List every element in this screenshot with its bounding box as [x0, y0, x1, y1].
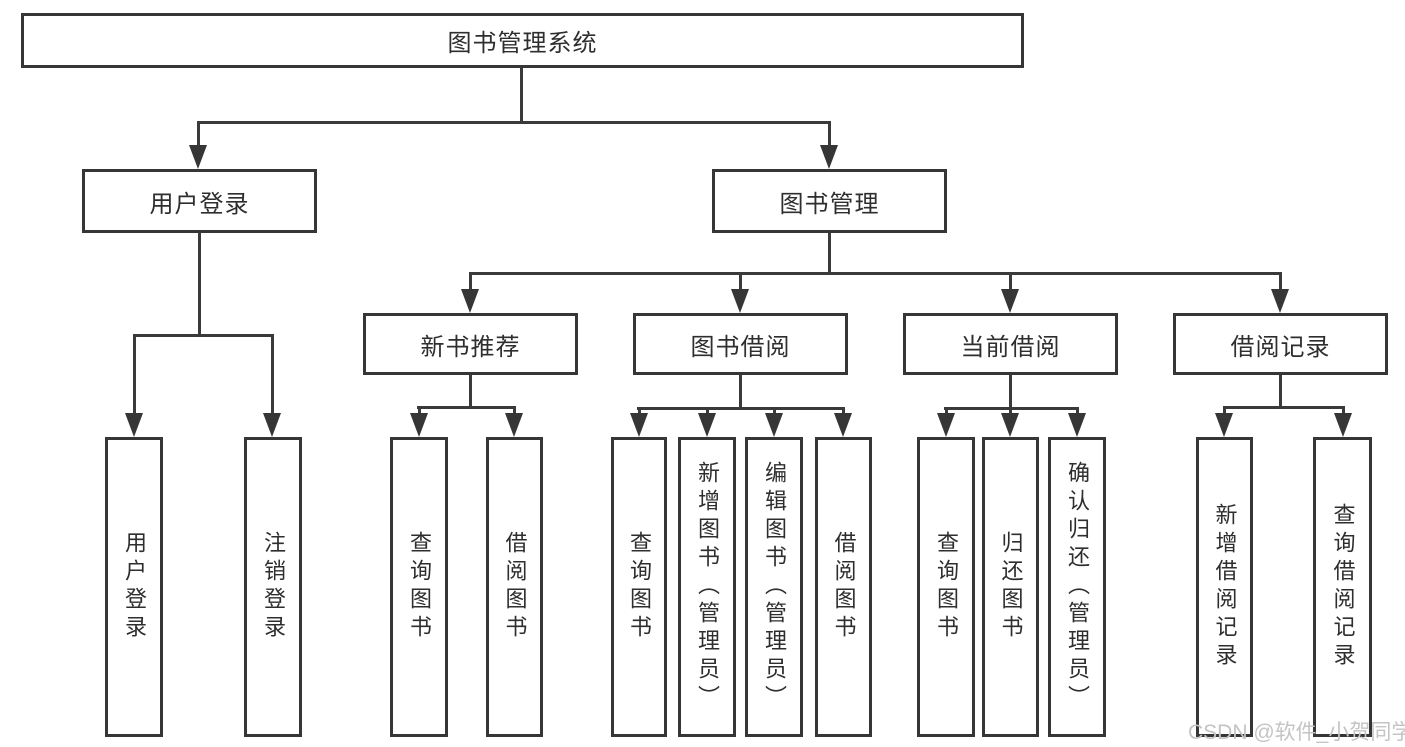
connector-line: [828, 233, 831, 275]
leaf-return-books: 归还图书: [982, 437, 1039, 737]
leaf-user-login: 用户登录: [105, 437, 163, 737]
connector-line: [1342, 406, 1345, 418]
arrow-down-icon: [630, 413, 648, 437]
connector-line: [513, 406, 516, 418]
connector-line: [1279, 375, 1282, 409]
connector-line: [133, 334, 273, 337]
arrow-down-icon: [505, 413, 523, 437]
leaf-query-books-borrowing: 查询图书: [611, 437, 667, 737]
leaf-borrow-books-recommend: 借阅图书: [486, 437, 543, 737]
connector-line: [1223, 406, 1226, 418]
connector-line: [469, 272, 1282, 275]
arrow-down-icon: [125, 413, 143, 437]
arrow-down-icon: [1001, 413, 1019, 437]
arrow-down-icon: [698, 413, 716, 437]
connector-line: [1223, 406, 1344, 409]
connector-line: [739, 375, 742, 409]
node-current-borrowing: 当前借阅: [903, 313, 1118, 375]
leaf-query-books-recommend: 查询图书: [390, 437, 448, 737]
leaf-query-borrow-record: 查询借阅记录: [1313, 437, 1372, 737]
arrow-down-icon: [1001, 289, 1019, 313]
arrow-down-icon: [765, 413, 783, 437]
node-book-management: 图书管理: [712, 169, 947, 233]
connector-line: [828, 121, 831, 151]
arrow-down-icon: [263, 413, 281, 437]
leaf-logout: 注销登录: [244, 437, 302, 737]
connector-line: [469, 375, 472, 409]
arrow-down-icon: [1068, 413, 1086, 437]
node-borrowing-records: 借阅记录: [1173, 313, 1388, 375]
connector-line: [198, 232, 201, 335]
node-root-system: 图书管理系统: [21, 13, 1024, 68]
watermark-text: CSDN @软件_小贺同学: [1188, 721, 1405, 744]
arrow-down-icon: [834, 413, 852, 437]
connector-line: [197, 121, 200, 151]
connector-line: [1009, 375, 1012, 409]
connector-line: [1279, 272, 1282, 294]
connector-line: [520, 68, 523, 121]
leaf-confirm-return-admin: 确认归还（管理员）: [1048, 437, 1106, 737]
arrow-down-icon: [1334, 413, 1352, 437]
arrow-down-icon: [820, 145, 838, 169]
node-book-borrowing: 图书借阅: [633, 313, 848, 375]
arrow-down-icon: [461, 289, 479, 313]
leaf-query-books-current: 查询图书: [917, 437, 975, 737]
arrow-down-icon: [1215, 413, 1233, 437]
arrow-down-icon: [937, 413, 955, 437]
connector-line: [1009, 272, 1012, 294]
arrow-down-icon: [189, 145, 207, 169]
node-user-login: 用户登录: [82, 169, 317, 233]
leaf-borrow-books-borrowing: 借阅图书: [815, 437, 872, 737]
connector-line: [417, 406, 516, 409]
connector-line: [133, 334, 136, 416]
connector-line: [197, 121, 831, 124]
leaf-add-borrow-record: 新增借阅记录: [1196, 437, 1253, 737]
leaf-edit-books-admin: 编辑图书（管理员）: [745, 437, 803, 737]
connector-line: [637, 407, 845, 410]
arrow-down-icon: [1271, 289, 1289, 313]
leaf-add-books-admin: 新增图书（管理员）: [678, 437, 736, 737]
connector-line: [418, 406, 421, 418]
connector-line: [469, 272, 472, 294]
node-new-book-recommend: 新书推荐: [363, 313, 578, 375]
connector-line: [271, 334, 274, 416]
arrow-down-icon: [731, 289, 749, 313]
arrow-down-icon: [410, 413, 428, 437]
connector-line: [739, 272, 742, 294]
